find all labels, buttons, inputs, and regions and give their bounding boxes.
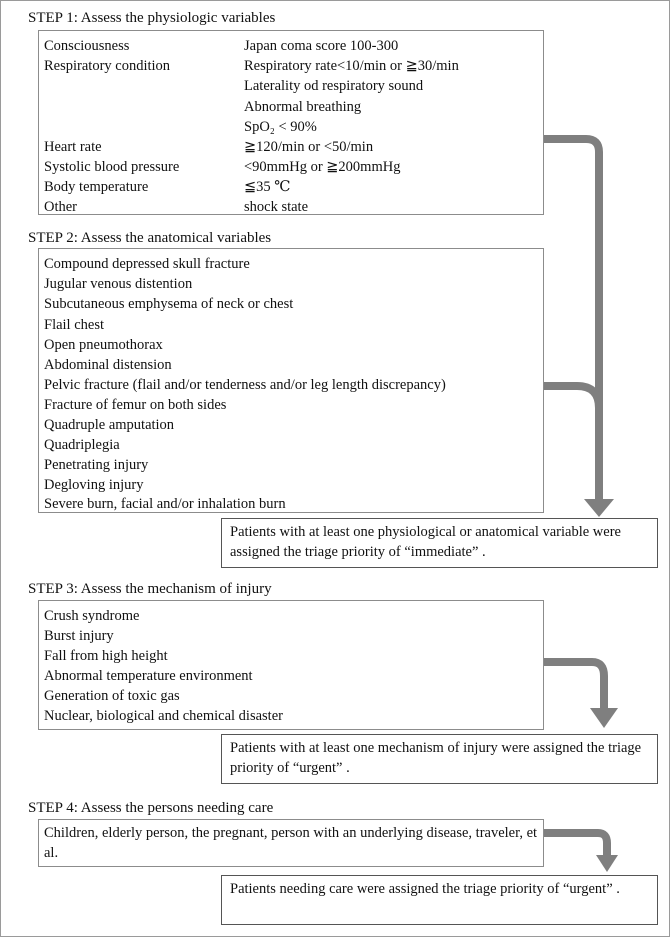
step2-item: Compound depressed skull fracture: [44, 256, 250, 272]
step2-item: Severe burn, facial and/or inhalation bu…: [44, 496, 286, 512]
step3-item: Abnormal temperature environment: [44, 668, 253, 684]
step3-item: Burst injury: [44, 628, 114, 644]
step1-value-heart-rate: ≧120/min or <50/min: [244, 139, 374, 155]
step2-item: Penetrating injury: [44, 457, 149, 473]
step2-item: Open pneumothorax: [44, 337, 163, 353]
step1-label-other: Other: [44, 199, 78, 215]
step2-item: Fracture of femur on both sides: [44, 397, 227, 413]
step1-label-respiratory: Respiratory condition: [44, 58, 171, 74]
step1-value-laterality: Laterality od respiratory sound: [244, 78, 424, 94]
step4-title: STEP 4: Assess the persons needing care: [28, 800, 274, 816]
step1-value-respiratory-rate: Respiratory rate<10/min or ≧30/min: [244, 58, 459, 74]
step1-box: Consciousness Japan coma score 100-300 R…: [38, 30, 544, 215]
step1-value-other: shock state: [244, 199, 309, 215]
step1-value-consciousness: Japan coma score 100-300: [244, 38, 399, 54]
step2-item: Quadriplegia: [44, 437, 120, 453]
step1-value-abnormal-breathing: Abnormal breathing: [244, 99, 362, 115]
step3-item: Fall from high height: [44, 648, 168, 664]
step1-label-consciousness: Consciousness: [44, 38, 130, 54]
step1-label-blood-pressure: Systolic blood pressure: [44, 159, 180, 175]
step3-box: Crush syndrome Burst injury Fall from hi…: [38, 600, 544, 730]
step3-result-urgent: Patients with at least one mechanism of …: [221, 734, 658, 784]
step1-label-heart-rate: Heart rate: [44, 139, 102, 155]
step3-item: Nuclear, biological and chemical disaste…: [44, 708, 283, 724]
step2-title: STEP 2: Assess the anatomical variables: [28, 230, 272, 246]
step4-result-urgent: Patients needing care were assigned the …: [221, 875, 658, 925]
step3-item: Generation of toxic gas: [44, 688, 180, 704]
step2-result-immediate: Patients with at least one physiological…: [221, 518, 658, 568]
step2-item: Pelvic fracture (flail and/or tenderness…: [44, 377, 446, 393]
step1-value-blood-pressure: <90mmHg or ≧200mmHg: [244, 159, 401, 175]
step2-item: Jugular venous distention: [44, 276, 193, 292]
step2-item: Subcutaneous emphysema of neck or chest: [44, 296, 294, 312]
step2-item: Degloving injury: [44, 477, 144, 493]
step1-title: STEP 1: Assess the physiologic variables: [28, 10, 276, 26]
step2-item: Flail chest: [44, 317, 105, 333]
step2-box: Compound depressed skull fracture Jugula…: [38, 248, 544, 513]
step3-item: Crush syndrome: [44, 608, 140, 624]
step1-value-body-temperature: ≦35 ℃: [244, 179, 291, 195]
step1-value-spo2: SpO₂ < 90%: [244, 119, 317, 135]
step3-title: STEP 3: Assess the mechanism of injury: [28, 581, 272, 597]
step2-item: Quadruple amputation: [44, 417, 175, 433]
step2-item: Abdominal distension: [44, 357, 172, 373]
step1-label-body-temperature: Body temperature: [44, 179, 149, 195]
step4-box-item: Children, elderly person, the pregnant, …: [38, 819, 544, 867]
